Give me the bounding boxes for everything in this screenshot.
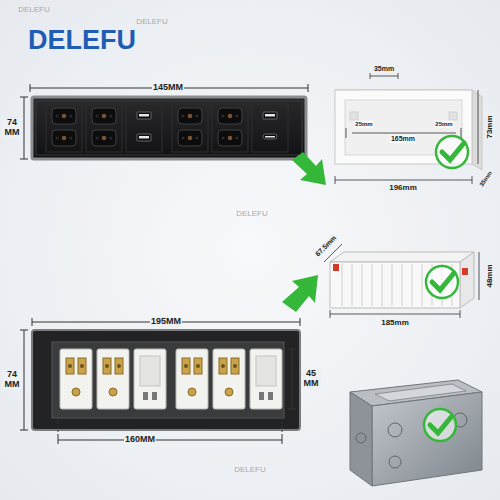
socket-mechanism [176, 349, 208, 409]
green-arrow [282, 152, 326, 312]
surface-box [335, 90, 482, 170]
dimension-lines [20, 84, 308, 159]
back-panel [32, 330, 300, 430]
dimension-label: 25mm [354, 121, 373, 128]
dimension-label: 74 MM [2, 118, 22, 138]
socket-mechanism [60, 349, 92, 409]
dimension-lines [20, 318, 300, 444]
check-mark [426, 266, 458, 298]
dimension-label: 185mm [380, 319, 410, 328]
watermark: DELEFU [235, 210, 269, 219]
panel-module [126, 104, 162, 152]
check-mark [424, 409, 456, 441]
dimension-label: 25mm [434, 121, 453, 128]
panel-module [86, 104, 122, 152]
socket-mechanism [213, 349, 245, 409]
panel-module [252, 104, 288, 152]
dimension-label: 195MM [150, 317, 182, 327]
panel-module [212, 104, 248, 152]
panel-module [172, 104, 208, 152]
dimension-label: 74 MM [2, 370, 22, 390]
socket-mechanism [97, 349, 129, 409]
flush-box [330, 252, 474, 308]
brand-logo: DELEFU [28, 26, 136, 56]
watermark: DELEFU [17, 6, 51, 15]
dimension-label: 160MM [124, 435, 156, 445]
watermark: DELEFU [135, 18, 169, 27]
dimension-label: 48mm [486, 263, 495, 288]
dimension-label: 196mm [388, 184, 418, 193]
dimension-label: 35mm [373, 65, 395, 73]
dimension-lines [335, 73, 478, 184]
metal-box [350, 380, 482, 486]
dimension-lines [324, 244, 479, 318]
dimension-label: 145MM [152, 83, 184, 93]
front-panel [32, 97, 306, 159]
dimension-label: 73mm [486, 114, 495, 139]
panel-module [46, 104, 82, 152]
check-mark [436, 136, 468, 168]
dimension-label: 45 MM [301, 369, 321, 389]
socket-mechanism [134, 349, 166, 409]
dimension-label: 165mm [390, 135, 416, 143]
socket-mechanism [250, 349, 282, 409]
watermark: DELEFU [233, 466, 267, 475]
